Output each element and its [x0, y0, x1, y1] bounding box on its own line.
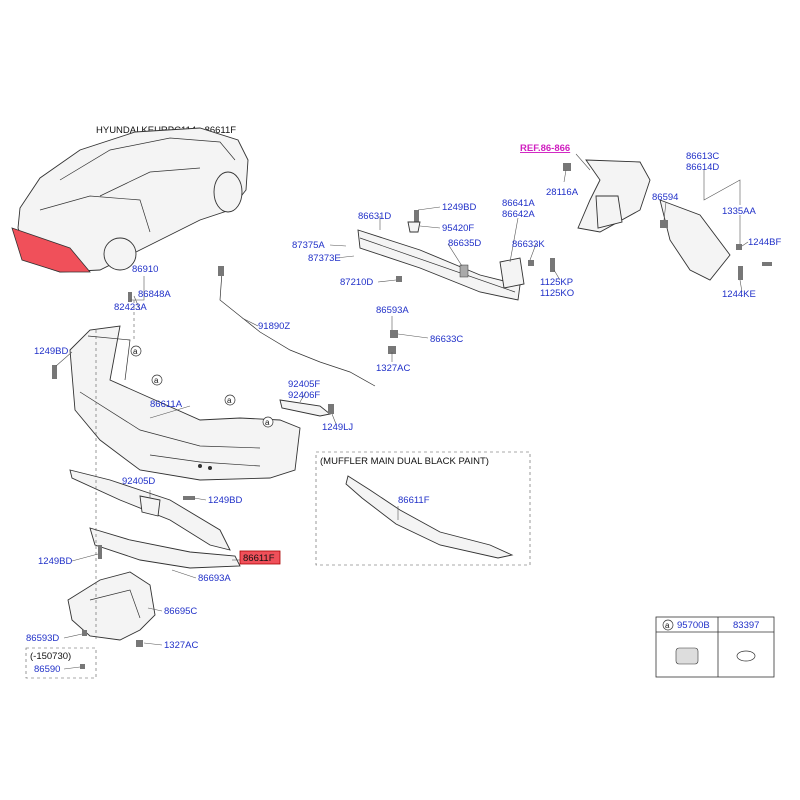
sensor-icon	[675, 647, 699, 665]
bolt-1249lj	[328, 404, 334, 414]
label-92406f[interactable]: 92406F	[288, 390, 320, 401]
label-86695c[interactable]: 86695C	[164, 606, 197, 617]
label-1244bf[interactable]: 1244BF	[748, 237, 781, 248]
under-cover-86693a	[89, 527, 241, 569]
svg-text:a: a	[133, 347, 138, 356]
label-1249lj[interactable]: 1249LJ	[322, 422, 353, 433]
label-86593d[interactable]: 86593D	[26, 633, 59, 644]
date-note-box	[25, 647, 97, 679]
label-1244ke[interactable]: 1244KE	[722, 289, 756, 300]
ref-link[interactable]: REF.86-866	[520, 143, 570, 154]
label-1335aa[interactable]: 1335AA	[722, 206, 756, 217]
car-illustration	[11, 127, 249, 273]
label-1249bd-mid[interactable]: 1249BD	[208, 495, 242, 506]
legend-col2: 83397	[733, 620, 759, 631]
leader-lines	[55, 169, 749, 670]
label-91890z[interactable]: 91890Z	[258, 321, 290, 332]
bracket-86641a	[499, 257, 525, 289]
highlighted-part-label: 86611F	[243, 553, 275, 564]
label-86910[interactable]: 86910	[132, 264, 158, 275]
highlighted-part-box[interactable]	[239, 550, 281, 565]
bracket-92405d	[139, 495, 161, 517]
label-87210d[interactable]: 87210D	[340, 277, 373, 288]
label-86593a[interactable]: 86593A	[376, 305, 409, 316]
label-86590[interactable]: 86590	[34, 664, 60, 675]
nut-87210d	[396, 276, 402, 282]
rear-bumper-cover	[69, 325, 301, 481]
connector	[218, 266, 224, 276]
legend-table: a 95700B 83397	[655, 616, 775, 678]
bracket-95420f	[407, 221, 421, 233]
label-86848a[interactable]: 86848A	[138, 289, 171, 300]
label-87373e[interactable]: 87373E	[308, 253, 341, 264]
label-86635d[interactable]: 86635D	[448, 238, 481, 249]
label-1249bd-top[interactable]: 1249BD	[442, 202, 476, 213]
label-86614d[interactable]: 86614D	[686, 162, 719, 173]
label-86633c[interactable]: 86633C	[430, 334, 463, 345]
label-87375a[interactable]: 87375A	[292, 240, 325, 251]
label-86594[interactable]: 86594	[652, 192, 678, 203]
label-86642a[interactable]: 86642A	[502, 209, 535, 220]
label-1327ac-low[interactable]: 1327AC	[164, 640, 198, 651]
legend-marker: a	[665, 621, 670, 630]
retainer-86593a	[390, 330, 398, 338]
legend-col1: 95700B	[677, 620, 710, 631]
svg-text:a: a	[227, 396, 232, 405]
bolt-1249bd-top	[414, 210, 419, 222]
svg-text:a: a	[154, 376, 159, 385]
bolt-1125kp	[550, 258, 555, 272]
label-86641a[interactable]: 86641A	[502, 198, 535, 209]
muffler-box-title: (MUFFLER MAIN DUAL BLACK PAINT)	[320, 456, 489, 467]
muffler-variant-box	[315, 451, 531, 566]
muffler-bumper-strip	[345, 475, 514, 559]
label-1327ac-mid[interactable]: 1327AC	[376, 363, 410, 374]
label-82423a[interactable]: 82423A	[114, 302, 147, 313]
label-92405f[interactable]: 92405F	[288, 379, 320, 390]
label-86611a[interactable]: 86611A	[150, 399, 183, 410]
label-86613c[interactable]: 86613C	[686, 151, 719, 162]
label-86611f-muffler[interactable]: 86611F	[398, 495, 430, 506]
label-1125ko[interactable]: 1125KO	[540, 288, 574, 299]
label-95420f[interactable]: 95420F	[442, 223, 474, 234]
bolt-group	[52, 292, 195, 669]
label-28116a[interactable]: 28116A	[546, 187, 579, 198]
date-note: (-150730)	[30, 651, 71, 662]
label-1249bd-left[interactable]: 1249BD	[34, 346, 68, 357]
clip-86633k	[528, 260, 534, 266]
rear-lamp-assembly	[563, 159, 772, 281]
label-92405d[interactable]: 92405D	[122, 476, 155, 487]
label-86631d[interactable]: 86631D	[358, 211, 391, 222]
label-1125kp[interactable]: 1125KP	[540, 277, 573, 288]
wiring-harness-91890z	[219, 271, 376, 387]
label-86633k[interactable]: 86633K	[512, 239, 545, 250]
label-86693a[interactable]: 86693A	[198, 573, 231, 584]
grommet-icon	[736, 650, 756, 662]
svg-text:a: a	[265, 418, 270, 427]
label-1249bd-low[interactable]: 1249BD	[38, 556, 72, 567]
guard-86695c	[67, 571, 156, 641]
marker-a-group: a a a a	[130, 345, 274, 428]
reflector-92405f	[279, 399, 332, 417]
nut-1327ac	[388, 346, 396, 354]
back-beam-86631d	[357, 229, 521, 301]
